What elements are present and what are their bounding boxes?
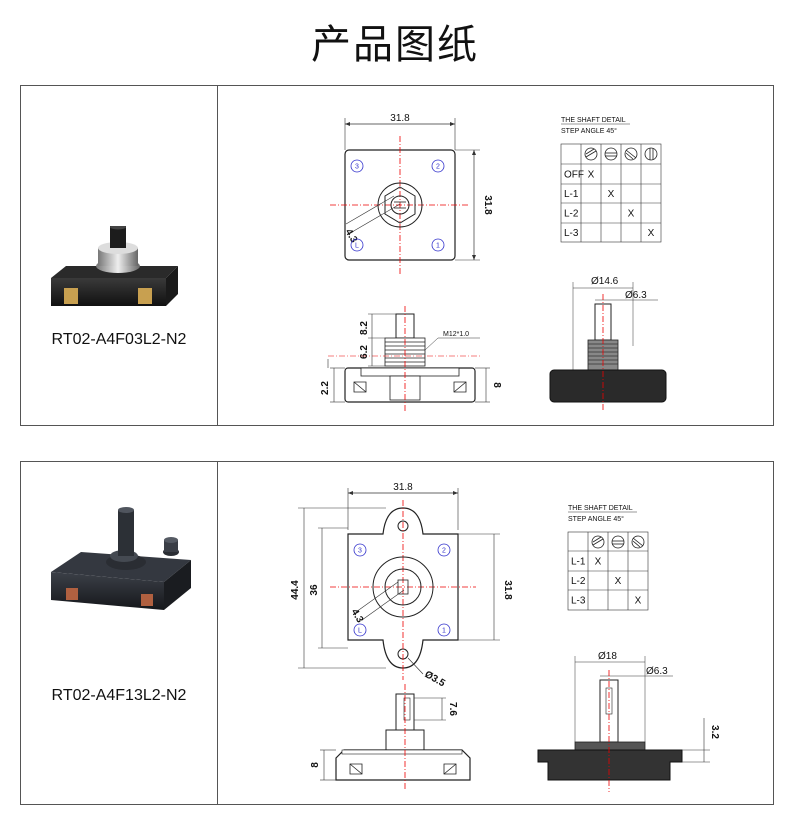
shaft-icon-2 [631,535,645,549]
position-2: 2 [436,164,440,171]
switch-photo-flange [51,507,191,610]
profile-view: Ø18 Ø6.3 3.2 [537,651,720,792]
shaft-icon-1 [604,147,618,161]
row-mark: X [588,169,595,180]
dim-width: 31.8 [393,482,413,493]
row-mark: X [628,209,635,220]
position-1: 1 [442,628,446,635]
shaft-icon-0 [591,535,605,549]
position-l: L [358,628,362,635]
position-3: 3 [358,548,362,555]
row-mark: X [615,576,622,587]
shaft-detail-title: THE SHAFT DETAIL [568,505,633,512]
position-3: 3 [355,164,359,171]
step-angle: STEP ANGLE 45° [561,127,617,135]
row-label: L-2 [564,209,579,220]
position-2: 2 [442,548,446,555]
front-view: 31.8 4.3 Ø3.5 [290,482,513,690]
divider [217,462,218,804]
row-label: L-2 [571,576,586,587]
shaft-detail-table: THE SHAFT DETAIL STEP ANGLE 45° [560,117,662,243]
dim-body-height: 8 [310,762,321,768]
product-photo-cell: RT02-A4F03L2-N2 [21,86,217,425]
step-angle: STEP ANGLE 45° [568,515,624,523]
side-view: 8.2 6.2 2.2 8 M12*1.0 [320,306,502,411]
thread-spec: M12*1.0 [443,331,469,338]
dim-shaft-diameter: Ø6.3 [646,666,668,677]
row-label: L-3 [564,228,579,239]
dim-shaft-length: 8.2 [359,321,370,335]
dim-inner-height: 36 [309,584,320,596]
dim-thread-length: 6.2 [359,345,370,359]
divider [217,86,218,425]
dim-base-offset: 2.2 [320,381,331,395]
dim-hole: Ø3.5 [423,669,448,690]
row-mark: X [608,189,615,200]
row-mark: X [648,228,655,239]
row-mark: X [635,596,642,607]
row-label: L-1 [571,556,586,567]
row-label: OFF [564,169,584,180]
shaft-icon-0 [584,147,598,161]
product-photo-cell: RT02-A4F13L2-N2 [21,462,217,804]
row-label: L-3 [571,596,586,607]
dim-shaft-flat: 7.6 [447,702,458,716]
position-l: L [355,243,359,250]
dim-boss-diameter: Ø18 [598,651,617,662]
dim-thread-diameter: Ø14.6 [591,276,619,287]
technical-drawing: 31.8 4.3 31.8 3 [320,113,667,411]
side-view: 7.6 8 [310,684,471,790]
drawing-cell: 31.8 4.3 31.8 3 [218,86,773,425]
shaft-icon-1 [611,535,625,549]
shaft-icon-3 [644,147,658,161]
page-title: 产品图纸 [311,22,479,68]
drawing-cell: 31.8 4.3 Ø3.5 [218,462,773,804]
row-mark: X [595,556,602,567]
profile-view: Ø14.6 Ø6.3 [549,276,667,411]
product-panel-2: RT02-A4F13L2-N2 31.8 [20,461,774,805]
model-label: RT02-A4F13L2-N2 [51,687,187,704]
dim-height: 31.8 [502,580,513,600]
product-panel-1: RT02-A4F03L2-N2 31.8 [20,85,774,426]
position-1: 1 [436,243,440,250]
row-label: L-1 [564,189,579,200]
dim-height: 31.8 [482,195,493,215]
switch-photo-square [51,226,178,306]
shaft-icon-2 [624,147,638,161]
front-view: 31.8 4.3 31.8 3 [330,113,493,274]
dim-flange-thickness: 3.2 [709,725,720,739]
dim-width: 31.8 [390,113,410,124]
shaft-detail-table: THE SHAFT DETAIL STEP ANGLE 45° [567,505,649,611]
dim-outer-height: 44.4 [290,580,301,600]
dim-body-height: 8 [491,382,502,388]
dim-shaft-diameter: Ø6.3 [625,290,647,301]
shaft-detail-title: THE SHAFT DETAIL [561,117,626,124]
technical-drawing: 31.8 4.3 Ø3.5 [290,482,720,792]
model-label: RT02-A4F03L2-N2 [51,331,187,348]
